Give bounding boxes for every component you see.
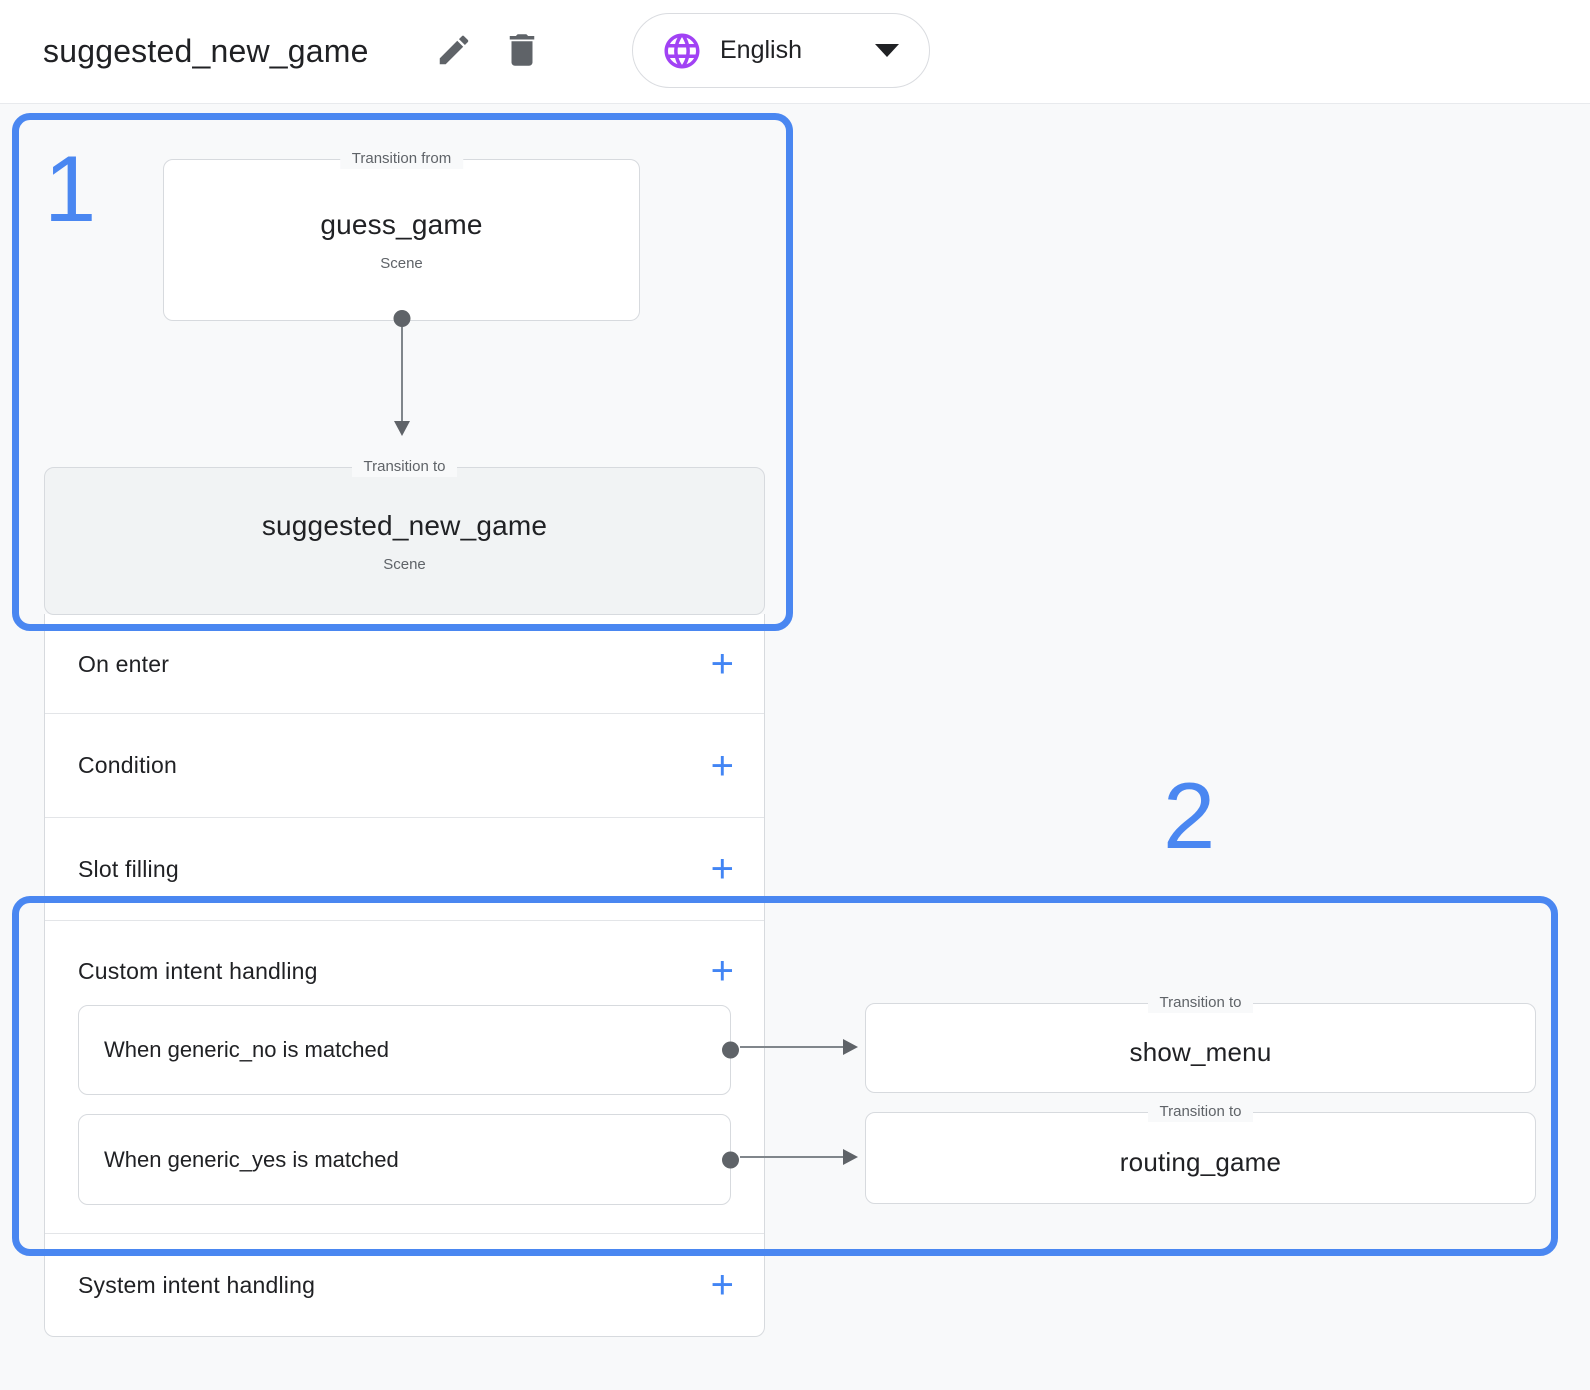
page-title: suggested_new_game (43, 33, 369, 69)
from-scene-name: guess_game (320, 208, 483, 240)
to-scene-name: suggested_new_game (261, 509, 548, 541)
section-label: System intent handling (78, 1271, 316, 1298)
transition-target-card-show-menu[interactable]: Transition to show_menu (865, 993, 1536, 1093)
add-slot-filling-button[interactable]: + (710, 847, 734, 891)
section-label: Slot filling (78, 855, 179, 882)
transition-from-legend: Transition from (339, 149, 464, 169)
transition-from-card[interactable]: Transition from guess_game Scene (163, 149, 640, 327)
section-custom-intent-handling: Custom intent handling + When generic_no… (45, 920, 764, 1233)
header: suggested_new_game English (0, 0, 1590, 104)
dot-connector (722, 1151, 739, 1168)
flow-arrow-line (401, 327, 403, 422)
section-row-system-intent-handling: System intent handling + (45, 1233, 764, 1336)
flow-arrow-line (740, 1156, 844, 1158)
flow-arrow-head (843, 1149, 858, 1165)
transition-to-legend: Transition to (1147, 993, 1254, 1013)
section-label: On enter (78, 650, 170, 677)
from-scene-type: Scene (380, 254, 423, 272)
intent-card-generic-no[interactable]: When generic_no is matched (78, 1005, 739, 1095)
intent-card-label: When generic_no is matched (104, 1037, 389, 1062)
section-label: Condition (78, 752, 177, 778)
add-on-enter-button[interactable]: + (710, 642, 734, 686)
chevron-down-icon (875, 44, 899, 57)
delete-scene-button[interactable] (496, 24, 548, 76)
add-condition-button[interactable]: + (710, 743, 734, 788)
trash-icon (501, 29, 543, 71)
dot-connector (722, 1041, 739, 1059)
add-system-intent-button[interactable]: + (710, 1263, 734, 1307)
intent-card-label: When generic_yes is matched (104, 1146, 399, 1172)
scene-sections-panel (44, 614, 765, 1337)
target-scene-name: show_menu (1129, 1036, 1272, 1067)
language-selector[interactable]: English (632, 13, 930, 88)
transition-to-card: Transition to suggested_new_game Scene (44, 457, 765, 615)
section-label: Custom intent handling (78, 957, 318, 984)
flow-arrow-line (740, 1046, 844, 1048)
transition-to-legend: Transition to (1147, 1102, 1254, 1122)
transition-target-card-routing-game[interactable]: Transition to routing_game (865, 1102, 1536, 1204)
language-label: English (720, 36, 802, 64)
section-row-on-enter: On enter + (45, 615, 764, 713)
intent-card-generic-yes[interactable]: When generic_yes is matched (78, 1114, 739, 1205)
pencil-icon (435, 31, 473, 69)
section-row-slot-filling: Slot filling + (45, 817, 764, 920)
section-row-condition: Condition + (45, 713, 764, 817)
annotation-marker-1: 1 (44, 136, 97, 241)
dot-connector (393, 310, 410, 327)
globe-icon (661, 30, 703, 72)
annotation-marker-2: 2 (1163, 763, 1216, 868)
flow-arrow-head (843, 1039, 858, 1055)
edit-scene-button[interactable] (428, 24, 480, 76)
add-custom-intent-button[interactable]: + (710, 949, 734, 993)
flow-arrow-head (394, 421, 410, 436)
target-scene-name: routing_game (1119, 1146, 1282, 1177)
transition-to-legend: Transition to (351, 457, 458, 477)
to-scene-type: Scene (383, 555, 426, 573)
